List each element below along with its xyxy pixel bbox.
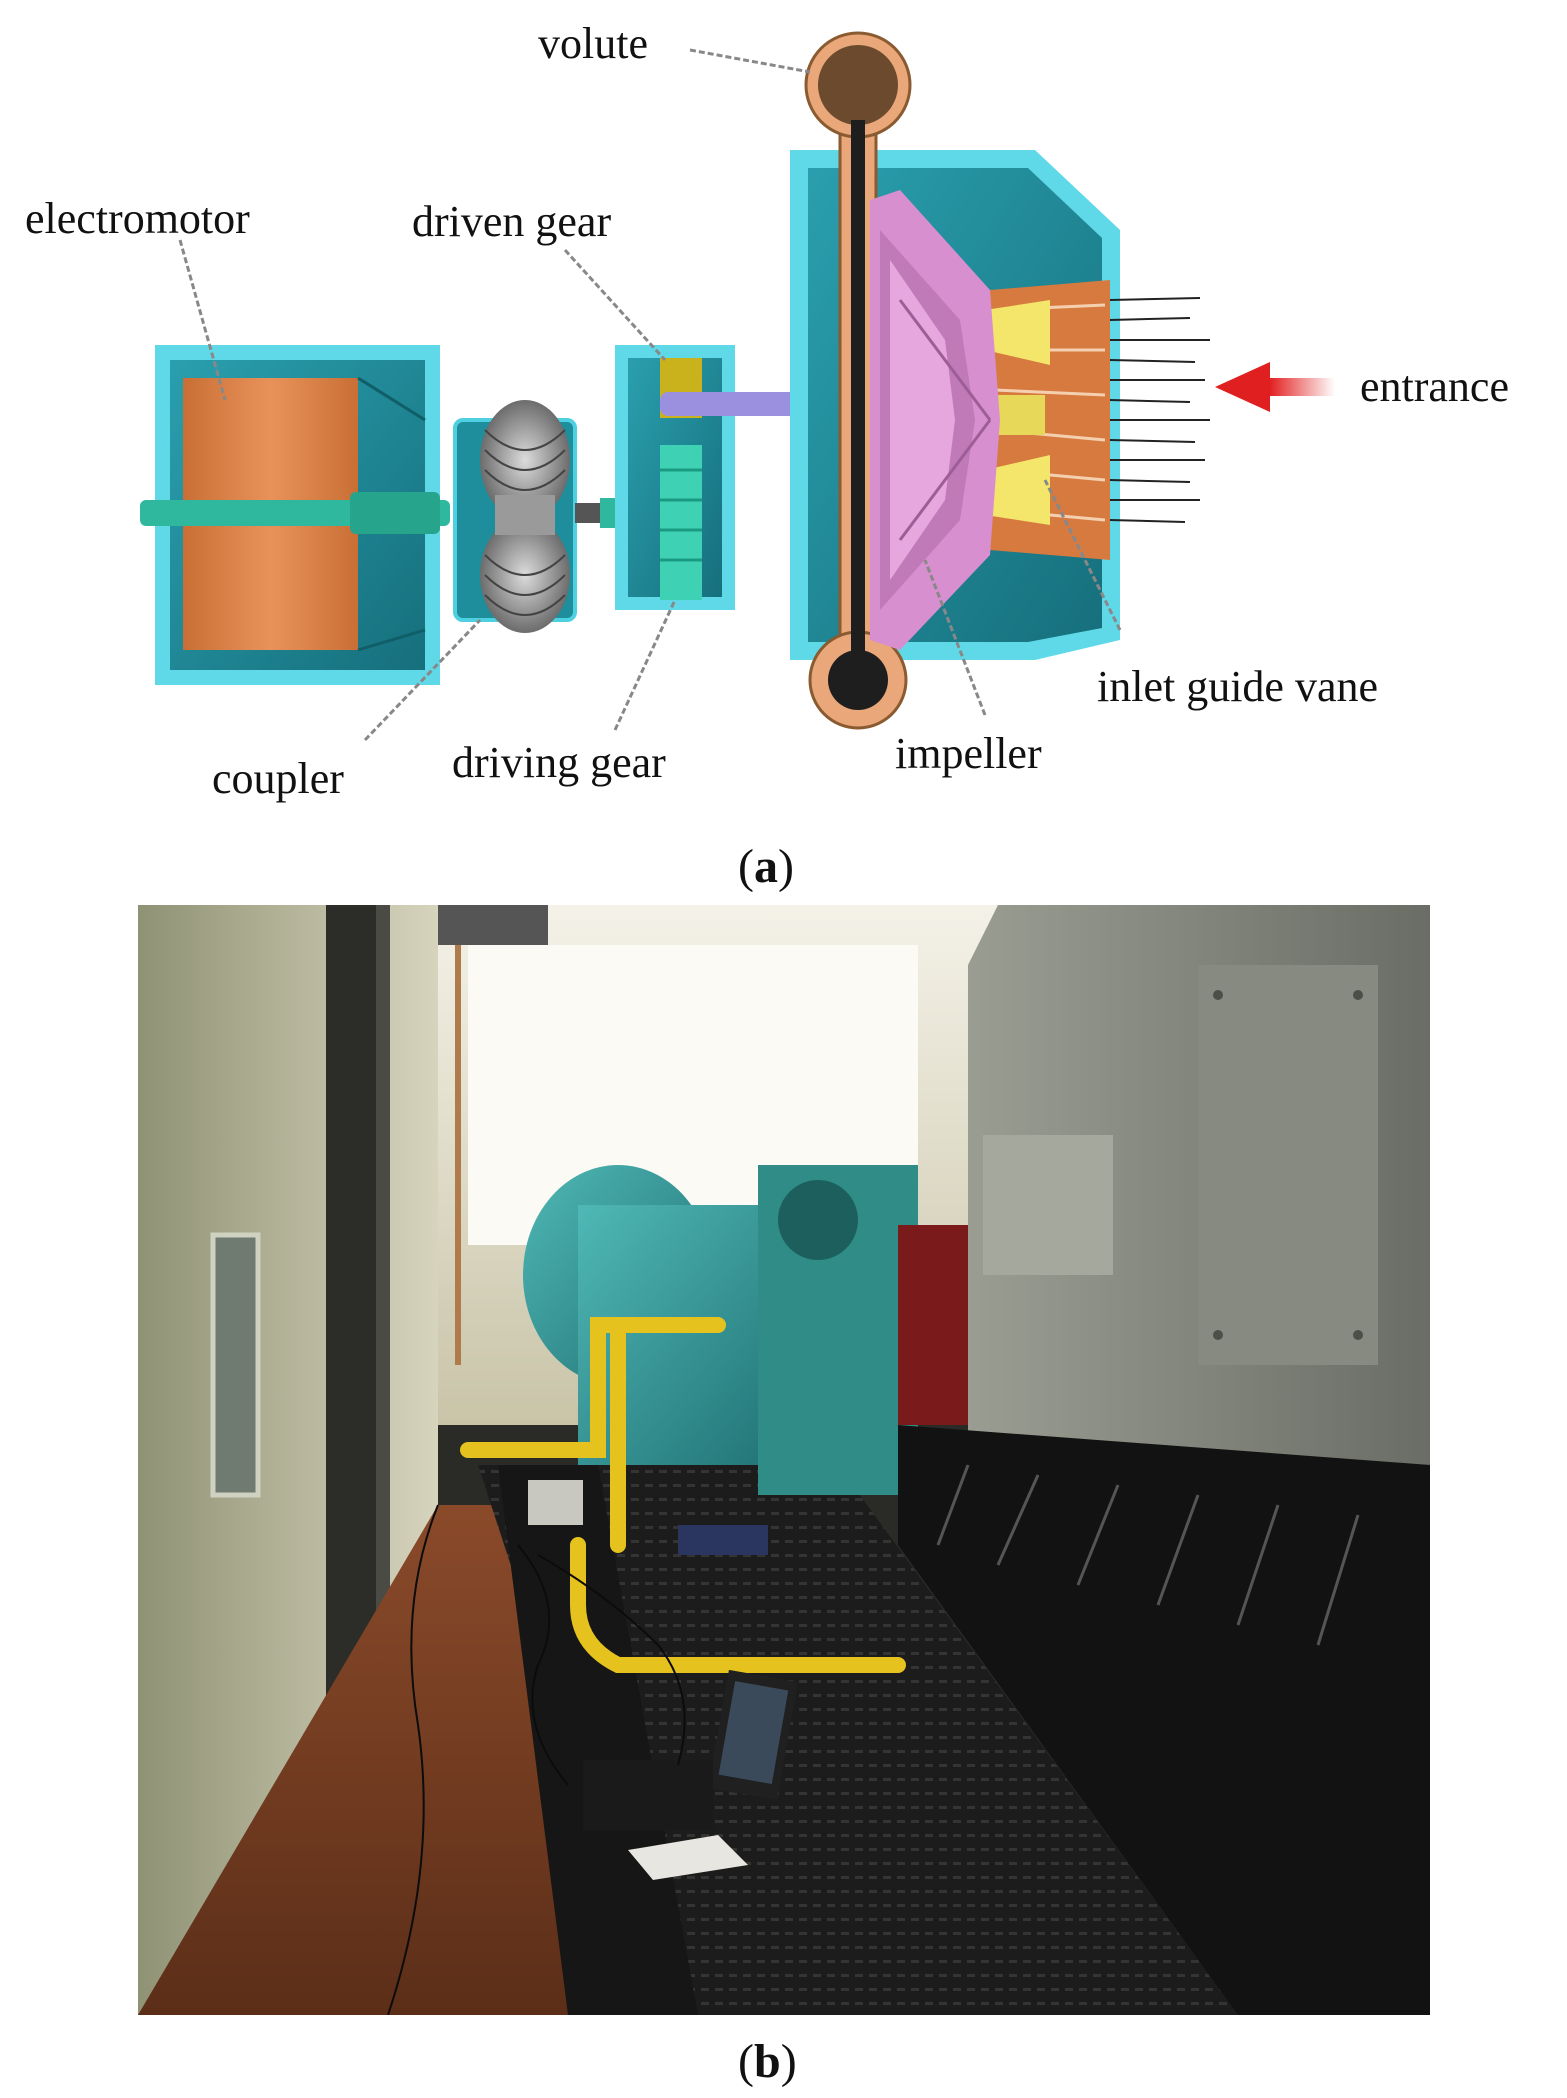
label-inlet-guide-vane: inlet guide vane: [1097, 662, 1379, 711]
label-driving-gear: driving gear: [452, 738, 666, 787]
guide-vane-upper: [985, 300, 1050, 365]
label-entrance: entrance: [1360, 362, 1509, 411]
entrance-arrow: [1215, 362, 1335, 412]
compressor-schematic: [140, 31, 1335, 742]
label-coupler: coupler: [212, 754, 344, 803]
caption-a: (a): [738, 840, 794, 893]
volute: [804, 31, 912, 730]
input-shaft: [660, 392, 820, 416]
caption-b: (b): [738, 2035, 797, 2088]
test-rig-photo: [138, 905, 1430, 2015]
leader-lines: [178, 48, 1122, 742]
guide-vane-lower: [985, 455, 1050, 525]
gearbox-housing: [615, 345, 735, 610]
inflow-streaks: [1109, 297, 1210, 523]
coupler: [453, 400, 577, 633]
label-electromotor: electromotor: [25, 194, 250, 243]
label-driven-gear: driven gear: [412, 197, 612, 246]
driving-gear: [660, 445, 702, 600]
label-volute: volute: [538, 19, 648, 68]
label-impeller: impeller: [895, 729, 1042, 778]
impeller: [870, 190, 1000, 650]
